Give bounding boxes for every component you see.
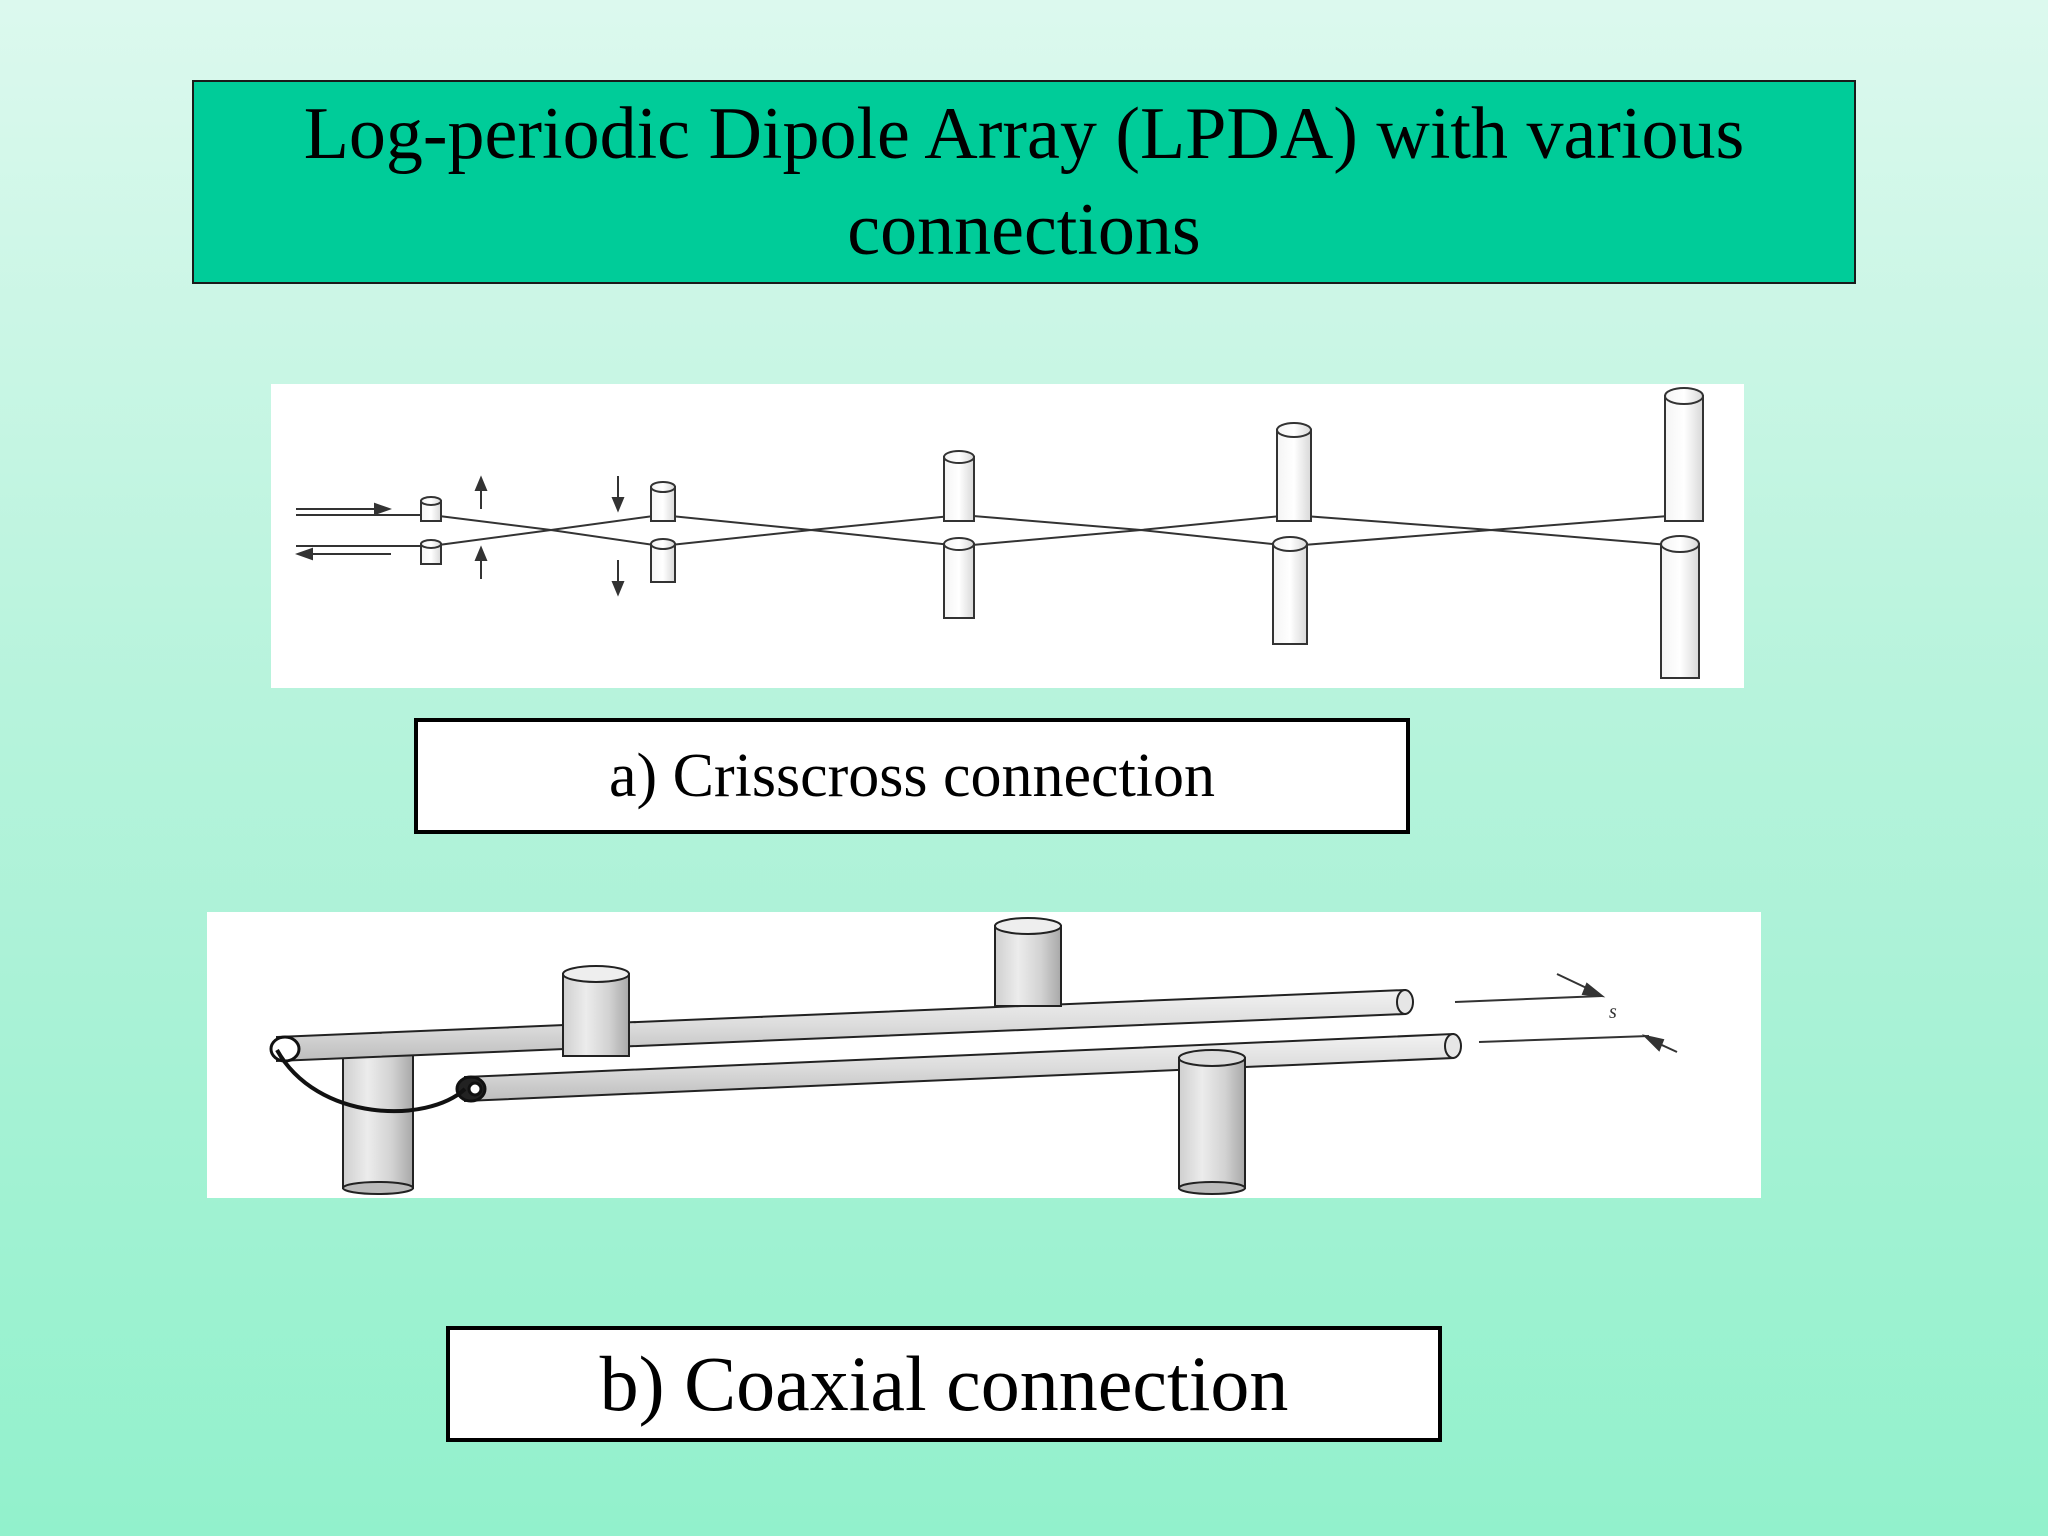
- spacing-dimension: [1454, 973, 1678, 1053]
- slide-title: Log-periodic Dipole Array (LPDA) with va…: [303, 93, 1745, 271]
- coax-feed-ends: [269, 1035, 487, 1103]
- dipole-elements: [420, 387, 1704, 679]
- current-arrows: [474, 475, 625, 597]
- dipole-upper-left: [562, 965, 630, 1057]
- dipole-element-5: [1660, 387, 1704, 679]
- slide-title-box: Log-periodic Dipole Array (LPDA) with va…: [192, 80, 1856, 284]
- dipole-element-3: [943, 450, 975, 619]
- caption-coaxial-text: b) Coaxial connection: [599, 1340, 1289, 1427]
- crisscross-diagram-svg: [295, 387, 1704, 679]
- coaxial-diagram: s: [207, 912, 1761, 1198]
- dipole-element-2: [650, 481, 676, 583]
- coax-jumper: [275, 1049, 467, 1114]
- dipole-element-4: [1272, 422, 1312, 645]
- caption-coaxial: b) Coaxial connection: [446, 1326, 1442, 1442]
- dipole-upper-right: [994, 917, 1062, 1007]
- spacing-label: s: [1609, 1001, 1617, 1023]
- dipole-lower-left: [342, 1051, 414, 1195]
- coaxial-diagram-svg: s: [269, 917, 1678, 1195]
- caption-crisscross-text: a) Crisscross connection: [608, 741, 1216, 810]
- dipole-lower-right: [1178, 1049, 1246, 1195]
- caption-crisscross: a) Crisscross connection: [414, 718, 1410, 834]
- dipole-element-1: [420, 496, 442, 565]
- feed-arrows: [295, 502, 392, 561]
- crisscross-diagram: [271, 384, 1744, 688]
- feeder-lines: [296, 513, 1682, 548]
